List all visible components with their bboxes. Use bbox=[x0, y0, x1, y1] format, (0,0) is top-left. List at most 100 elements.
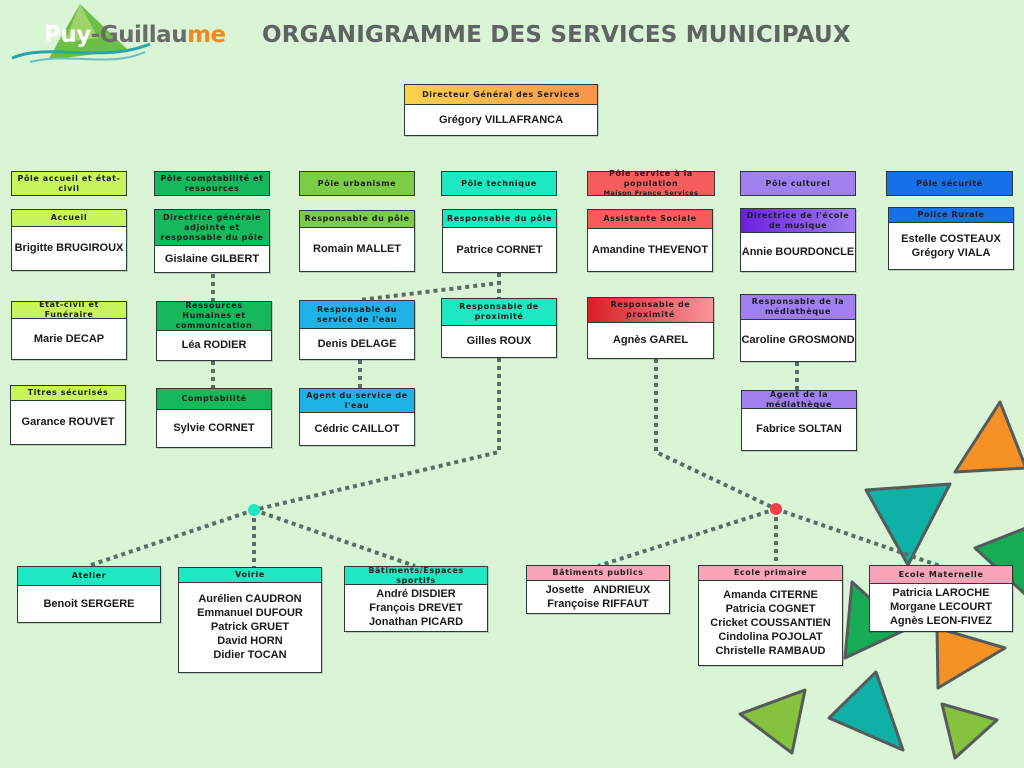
box-title: Directrice de l'école de musique bbox=[741, 209, 855, 233]
person-name: Didier TOCAN bbox=[213, 649, 287, 661]
person-name: Amanda CITERNE bbox=[723, 588, 818, 601]
person-name: Sylvie CORNET bbox=[173, 422, 255, 434]
box-names: Annie BOURDONCLE bbox=[741, 233, 855, 270]
director-name: Grégory VILLAFRANCA bbox=[438, 113, 564, 126]
box-names: Denis DELAGE bbox=[300, 329, 414, 358]
person-name: Agnès LEON-FIVEZ bbox=[889, 615, 993, 627]
box-names: Caroline GROSMOND bbox=[741, 320, 855, 360]
box-names: Patrice CORNET bbox=[443, 228, 556, 271]
pole-label: Pôle accueil et état-civil bbox=[17, 173, 121, 193]
triangle-orange-icon bbox=[935, 626, 1007, 690]
box-names: Garance ROUVET bbox=[11, 401, 125, 443]
box-names: Benoit SERGERE bbox=[18, 586, 160, 621]
person-name: Emmanuel DUFOUR bbox=[197, 607, 303, 619]
connector-node-batiments-publics bbox=[597, 507, 777, 568]
triangle-lime-icon bbox=[940, 702, 999, 760]
person-name: Patricia LAROCHE bbox=[892, 587, 990, 599]
box-names: Gislaine GILBERT bbox=[155, 246, 269, 271]
box-names: Marie DECAP bbox=[12, 319, 126, 358]
box-title: Titres sécurisés bbox=[11, 386, 125, 401]
person-name: Jonathan PICARD bbox=[368, 615, 464, 628]
person-name: Amandine THEVENOT bbox=[591, 243, 709, 256]
box-tech-resp: Responsable du pôle Patrice CORNET bbox=[442, 209, 557, 273]
person-name: Fabrice SOLTAN bbox=[756, 423, 842, 435]
box-title: Bâtiments/Espaces sportifs bbox=[345, 566, 487, 585]
person-name: Agnès GAREL bbox=[612, 334, 689, 346]
pole-culturel: Pôle culturel bbox=[740, 171, 856, 196]
director-box: Directeur Général des Services Grégory V… bbox=[404, 84, 598, 136]
person-name: Estelle COSTEAUX bbox=[901, 232, 1001, 245]
person-name: Josette ANDRIEUX bbox=[545, 583, 651, 596]
box-titres: Titres sécurisés Garance ROUVET bbox=[10, 385, 126, 445]
box-names: Brigitte BRUGIROUX bbox=[12, 227, 126, 269]
director-title: Directeur Général des Services bbox=[405, 85, 597, 105]
box-eau-agent: Agent du service de l'eau Cédric CAILLOT bbox=[299, 388, 415, 446]
box-media-resp: Responsable de la médiathèque Caroline G… bbox=[740, 294, 856, 362]
person-name: Brigitte BRUGIROUX bbox=[14, 242, 124, 254]
box-accueil: Accueil Brigitte BRUGIROUX bbox=[11, 209, 127, 271]
pole-label: Pôle sécurité bbox=[916, 178, 983, 188]
person-name: Françoise RIFFAUT bbox=[547, 597, 649, 610]
pole-label: Pôle service à la population bbox=[609, 169, 693, 189]
pole-technique: Pôle technique bbox=[441, 171, 557, 196]
junction-node-technique bbox=[248, 504, 260, 516]
box-title: Atelier bbox=[18, 567, 160, 586]
box-title: Ecole Maternelle bbox=[870, 566, 1012, 584]
box-title: Directrice générale adjointe et responsa… bbox=[155, 210, 269, 246]
box-batiments-sport: Bâtiments/Espaces sportifs André DISDIER… bbox=[344, 566, 488, 632]
box-eau-resp: Responsable du service de l'eau Denis DE… bbox=[299, 300, 415, 360]
pole-label: Pôle comptabilité et ressources bbox=[160, 173, 264, 193]
box-title: Responsable de proximité bbox=[442, 299, 556, 326]
connector-node-atelier bbox=[87, 508, 255, 568]
box-title: Voirie bbox=[179, 568, 321, 583]
box-rh: Ressources Humaines et communication Léa… bbox=[156, 301, 272, 361]
box-tech-prox: Responsable de proximité Gilles ROUX bbox=[441, 298, 557, 358]
pole-label: Pôle urbanisme bbox=[317, 178, 397, 188]
triangle-orange-icon bbox=[953, 400, 1024, 474]
logo-text-part2: -Guillau bbox=[90, 22, 188, 48]
box-names: Amandine THEVENOT bbox=[588, 229, 712, 270]
box-title: Agent de la médiathèque bbox=[742, 390, 856, 409]
pole-urbanisme: Pôle urbanisme bbox=[299, 171, 415, 196]
box-urba-resp: Responsable du pôle Romain MALLET bbox=[299, 210, 415, 272]
box-title: Ressources Humaines et communication bbox=[157, 301, 271, 331]
box-title: Assistante Sociale bbox=[588, 210, 712, 229]
box-title: Responsable de la médiathèque bbox=[741, 295, 855, 320]
logo-text-part3: me bbox=[187, 22, 226, 48]
box-names: Sylvie CORNET bbox=[157, 410, 271, 446]
person-name: Aurélien CAUDRON bbox=[198, 593, 302, 605]
box-title: Accueil bbox=[12, 210, 126, 227]
page-title: ORGANIGRAMME DES SERVICES MUNICIPAUX bbox=[262, 22, 851, 48]
junction-node-population bbox=[770, 503, 782, 515]
box-names: Fabrice SOLTAN bbox=[742, 409, 856, 449]
box-names: Gilles ROUX bbox=[442, 326, 556, 356]
person-name: Romain MALLET bbox=[313, 243, 401, 255]
box-title: Ecole primaire bbox=[699, 566, 842, 581]
box-names: Cédric CAILLOT bbox=[300, 413, 414, 444]
box-title: Agent du service de l'eau bbox=[300, 389, 414, 413]
logo-text-part1: Puy bbox=[44, 22, 91, 48]
logo-mountain-icon bbox=[11, 4, 151, 63]
box-atelier: Atelier Benoit SERGERE bbox=[17, 566, 161, 623]
triangle-teal-icon bbox=[827, 670, 905, 752]
person-name: Léa RODIER bbox=[181, 339, 247, 351]
pole-population: Pôle service à la population Maison Fran… bbox=[587, 169, 715, 197]
box-names: Romain MALLET bbox=[300, 228, 414, 270]
logo: Puy-Guillaume bbox=[10, 2, 250, 70]
person-name: Gilles ROUX bbox=[466, 335, 532, 347]
person-name: Patrice CORNET bbox=[456, 243, 543, 256]
box-title: Responsable du service de l'eau bbox=[300, 301, 414, 329]
person-name: David HORN bbox=[217, 635, 283, 647]
box-pop-prox: Responsable de proximité Agnès GAREL bbox=[587, 297, 714, 359]
box-title: Bâtiments publics bbox=[527, 566, 669, 581]
box-title: Responsable de proximité bbox=[588, 298, 713, 323]
box-dga: Directrice générale adjointe et responsa… bbox=[154, 209, 270, 273]
box-compta: Comptabilité Sylvie CORNET bbox=[156, 388, 272, 448]
